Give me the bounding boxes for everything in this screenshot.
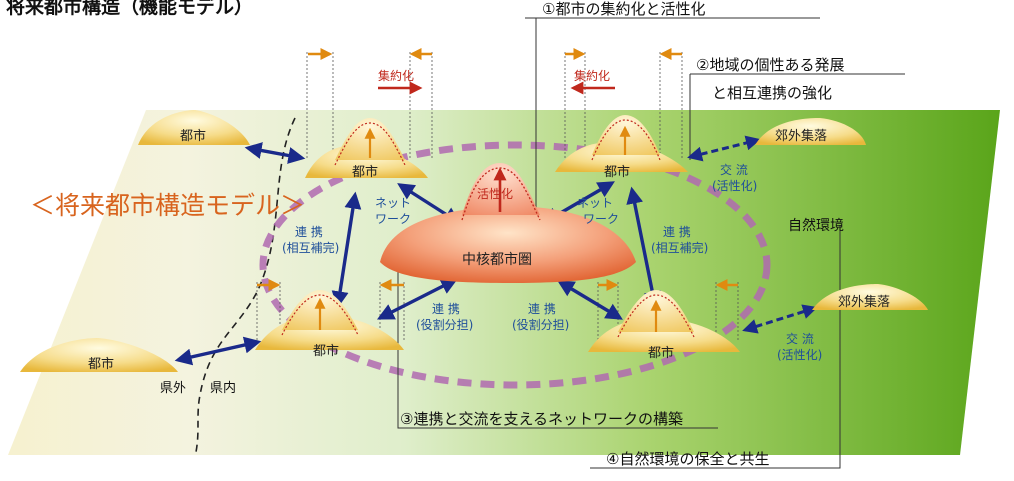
- core-city-label: 中核都市圏: [462, 251, 532, 268]
- city-label: 都市: [604, 164, 630, 180]
- city-node-upper-left: 都市: [305, 118, 428, 180]
- network-label-right-1: ネット: [577, 196, 613, 210]
- linkage-label-right: 連 携: [663, 224, 691, 239]
- core-activation-label: 活性化: [477, 187, 513, 201]
- complement-label-right: (相互補完): [651, 240, 708, 255]
- city-node-outer-top: 都市: [138, 110, 250, 145]
- network-label-right-2: ワーク: [583, 212, 619, 226]
- inside-prefecture-label: 県内: [210, 380, 236, 396]
- role-label-center-right: (役割分担): [512, 317, 569, 332]
- network-label-left-2: ワーク: [375, 212, 411, 226]
- city-label: 都市: [648, 345, 674, 361]
- exchange-dashed-arrows: [687, 135, 818, 334]
- suburb-label: 郊外集落: [775, 128, 827, 144]
- model-title: ＜将来都市構造モデル＞: [30, 191, 305, 220]
- linkage-label-center-right: 連 携: [528, 301, 556, 316]
- relation-labels: ネット ワーク ネット ワーク 連 携 (相互補完) 連 携 (相互補完) 連 …: [282, 162, 822, 362]
- city-node-outer-bottom: 都市: [20, 338, 178, 372]
- callout-1: ①都市の集約化と活性化: [542, 0, 705, 18]
- role-label-center-left: (役割分担): [416, 317, 473, 332]
- city-node-upper-right: 都市: [555, 115, 688, 180]
- network-arrows: [174, 142, 661, 366]
- exchange-label-top: 交 流: [720, 162, 748, 177]
- concentration-label-left: 集約化: [378, 68, 414, 83]
- natural-environment-label: 自然環境: [788, 217, 844, 234]
- city-node-lower-left: 都市: [255, 290, 404, 359]
- activation-label-bottom: (活性化): [777, 348, 822, 362]
- city-label: 都市: [352, 164, 378, 180]
- linkage-label-left: 連 携: [295, 224, 323, 239]
- core-area-ring: [259, 141, 771, 389]
- linkage-label-center-left: 連 携: [432, 301, 460, 316]
- concentration-label-right: 集約化: [574, 68, 610, 83]
- page-title-cut: 将来都市構造（機能モデル）: [6, 0, 253, 18]
- core-city-node: 活性化 中核都市圏: [380, 163, 636, 283]
- suburb-label: 郊外集落: [838, 294, 890, 310]
- callout-4: ④自然環境の保全と共生: [606, 450, 769, 468]
- suburb-node-bottom: 郊外集落: [812, 284, 928, 310]
- network-label-left-1: ネット: [375, 196, 411, 210]
- suburb-node-top: 郊外集落: [755, 118, 866, 145]
- callout-2-line1: ②地域の個性ある発展: [696, 56, 844, 74]
- outside-prefecture-label: 県外: [160, 381, 186, 396]
- callout-3: ③連携と交流を支えるネットワークの構築: [400, 410, 683, 428]
- city-node-lower-right: 都市: [588, 290, 740, 361]
- activation-label-top: (活性化): [712, 179, 757, 193]
- city-label: 都市: [180, 128, 206, 144]
- prefecture-border: [195, 117, 296, 453]
- exchange-label-bottom: 交 流: [786, 331, 814, 346]
- complement-label-left: (相互補完): [282, 240, 339, 255]
- callout-2-line2: と相互連携の強化: [712, 84, 832, 102]
- city-label: 都市: [88, 356, 114, 372]
- city-label: 都市: [313, 343, 339, 359]
